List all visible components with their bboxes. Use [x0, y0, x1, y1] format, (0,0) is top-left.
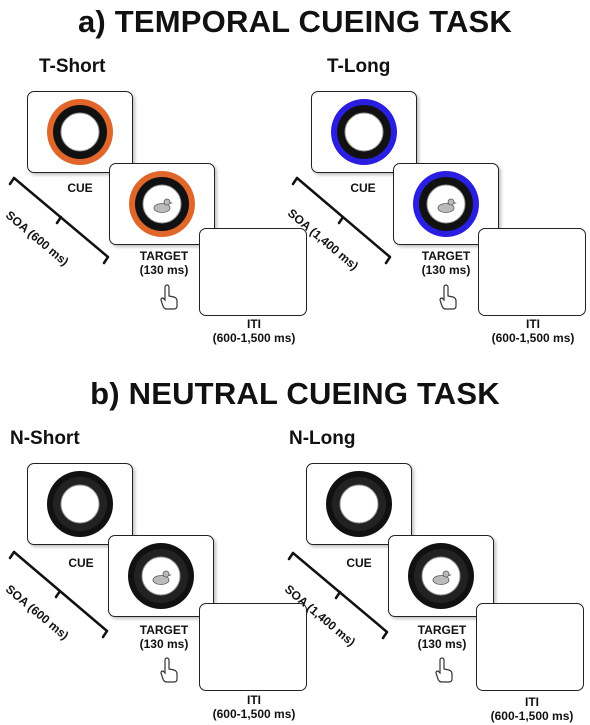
- target-label: TARGET (130 ms): [406, 623, 478, 651]
- iti-label: ITI (600-1,500 ms): [476, 695, 588, 723]
- condition-label-n-short: N-Short: [10, 428, 80, 449]
- cue-label: CUE: [67, 181, 93, 195]
- target-label: TARGET (130 ms): [128, 623, 200, 651]
- cue-frame: [306, 463, 412, 545]
- cue-label: CUE: [350, 181, 376, 195]
- soa-label: SOA (600 ms): [3, 582, 72, 643]
- target-ring-icon: [413, 171, 479, 237]
- target-duration: (130 ms): [421, 263, 471, 277]
- iti-duration: (600-1,500 ms): [491, 331, 575, 345]
- iti-frame: [478, 228, 586, 316]
- cue-frame: [27, 91, 133, 173]
- target-label-text: TARGET: [139, 623, 189, 637]
- target-ring-icon: [129, 171, 195, 237]
- iti-label-text: ITI: [526, 317, 540, 331]
- cue-ring-icon: [47, 99, 113, 165]
- iti-frame: [476, 603, 584, 691]
- duck-icon: [432, 570, 452, 585]
- iti-label: ITI (600-1,500 ms): [478, 317, 588, 345]
- iti-frame: [199, 228, 307, 316]
- target-label-text: TARGET: [417, 623, 467, 637]
- cue-ring-icon: [331, 99, 397, 165]
- duck-icon: [152, 570, 172, 585]
- iti-duration: (600-1,500 ms): [490, 709, 574, 723]
- target-frame: [108, 535, 214, 617]
- target-ring-icon: [408, 543, 474, 609]
- iti-label-text: ITI: [247, 317, 261, 331]
- cue-ring-icon: [47, 471, 113, 537]
- section-b-title: b) NEUTRAL CUEING TASK: [90, 376, 500, 411]
- target-label-text: TARGET: [421, 249, 471, 263]
- target-duration: (130 ms): [139, 637, 189, 651]
- target-label: TARGET (130 ms): [128, 249, 200, 277]
- duck-icon: [437, 198, 457, 213]
- target-label: TARGET (130 ms): [410, 249, 482, 277]
- target-duration: (130 ms): [139, 263, 189, 277]
- iti-label-text: ITI: [247, 693, 261, 707]
- cue-ring-icon: [326, 471, 392, 537]
- iti-frame: [199, 603, 307, 691]
- condition-label-n-long: N-Long: [289, 428, 356, 449]
- soa-label: SOA (600 ms): [3, 208, 72, 269]
- section-a-title: a) TEMPORAL CUEING TASK: [77, 4, 513, 39]
- target-frame: [388, 535, 494, 617]
- iti-label-text: ITI: [525, 695, 539, 709]
- condition-label-t-long: T-Long: [327, 56, 391, 77]
- target-frame: [393, 163, 499, 245]
- iti-label: ITI (600-1,500 ms): [199, 693, 309, 721]
- target-label-text: TARGET: [139, 249, 189, 263]
- cue-label: CUE: [346, 556, 372, 570]
- iti-label: ITI (600-1,500 ms): [199, 317, 309, 345]
- cue-frame: [27, 463, 133, 545]
- iti-duration: (600-1,500 ms): [212, 331, 296, 345]
- cue-frame: [311, 91, 417, 173]
- cue-label: CUE: [68, 556, 94, 570]
- duck-icon: [153, 198, 173, 213]
- condition-label-t-short: T-Short: [39, 56, 106, 77]
- target-ring-icon: [128, 543, 194, 609]
- target-duration: (130 ms): [417, 637, 467, 651]
- target-frame: [109, 163, 215, 245]
- iti-duration: (600-1,500 ms): [212, 707, 296, 721]
